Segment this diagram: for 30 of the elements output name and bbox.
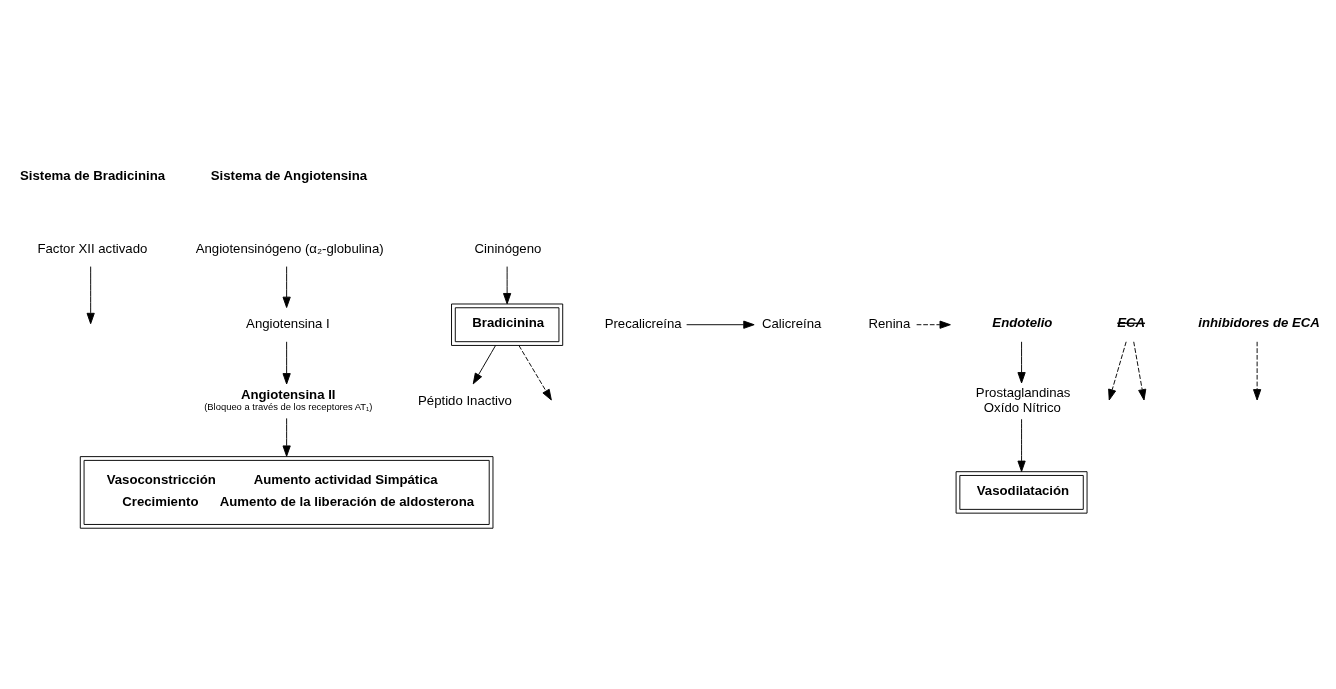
node-text: Angiotensina II <box>240 387 336 403</box>
node-text: ECA <box>1117 315 1146 331</box>
arrow <box>1133 341 1147 401</box>
arrow <box>1108 341 1127 401</box>
node-text: Péptido Inactivo <box>418 392 512 408</box>
arrow <box>282 417 291 457</box>
node-text: Prostaglandinas Oxído Nítrico <box>975 385 1071 415</box>
arrow <box>472 345 496 385</box>
node-text: Angiotensinógeno (α₂-globulina) <box>195 240 384 256</box>
arrow <box>282 266 291 308</box>
node-text: Factor XII activado <box>37 240 148 256</box>
node-text: inhibidores de ECA <box>1198 315 1320 331</box>
node-text: Calicreína <box>761 316 822 332</box>
arrow <box>282 341 291 385</box>
arrow <box>916 320 951 329</box>
node-text: Angiotensina I <box>246 316 330 332</box>
arrow <box>1017 341 1026 384</box>
node-box: Vasodilatación <box>955 471 1088 514</box>
node-text: Endotelio <box>992 315 1053 331</box>
label: Sistema de Bradicinina <box>19 168 166 184</box>
arrow <box>518 345 552 401</box>
arrow <box>86 266 95 325</box>
arrow <box>1017 418 1026 472</box>
node-text: Precalicreína <box>604 316 682 332</box>
arrow <box>686 320 755 329</box>
node-text: Renina <box>868 316 911 332</box>
arrow <box>503 266 512 305</box>
arrow <box>1253 341 1262 401</box>
node-text: Cininógeno <box>474 240 542 256</box>
label: Sistema de Angiotensina <box>210 168 368 184</box>
